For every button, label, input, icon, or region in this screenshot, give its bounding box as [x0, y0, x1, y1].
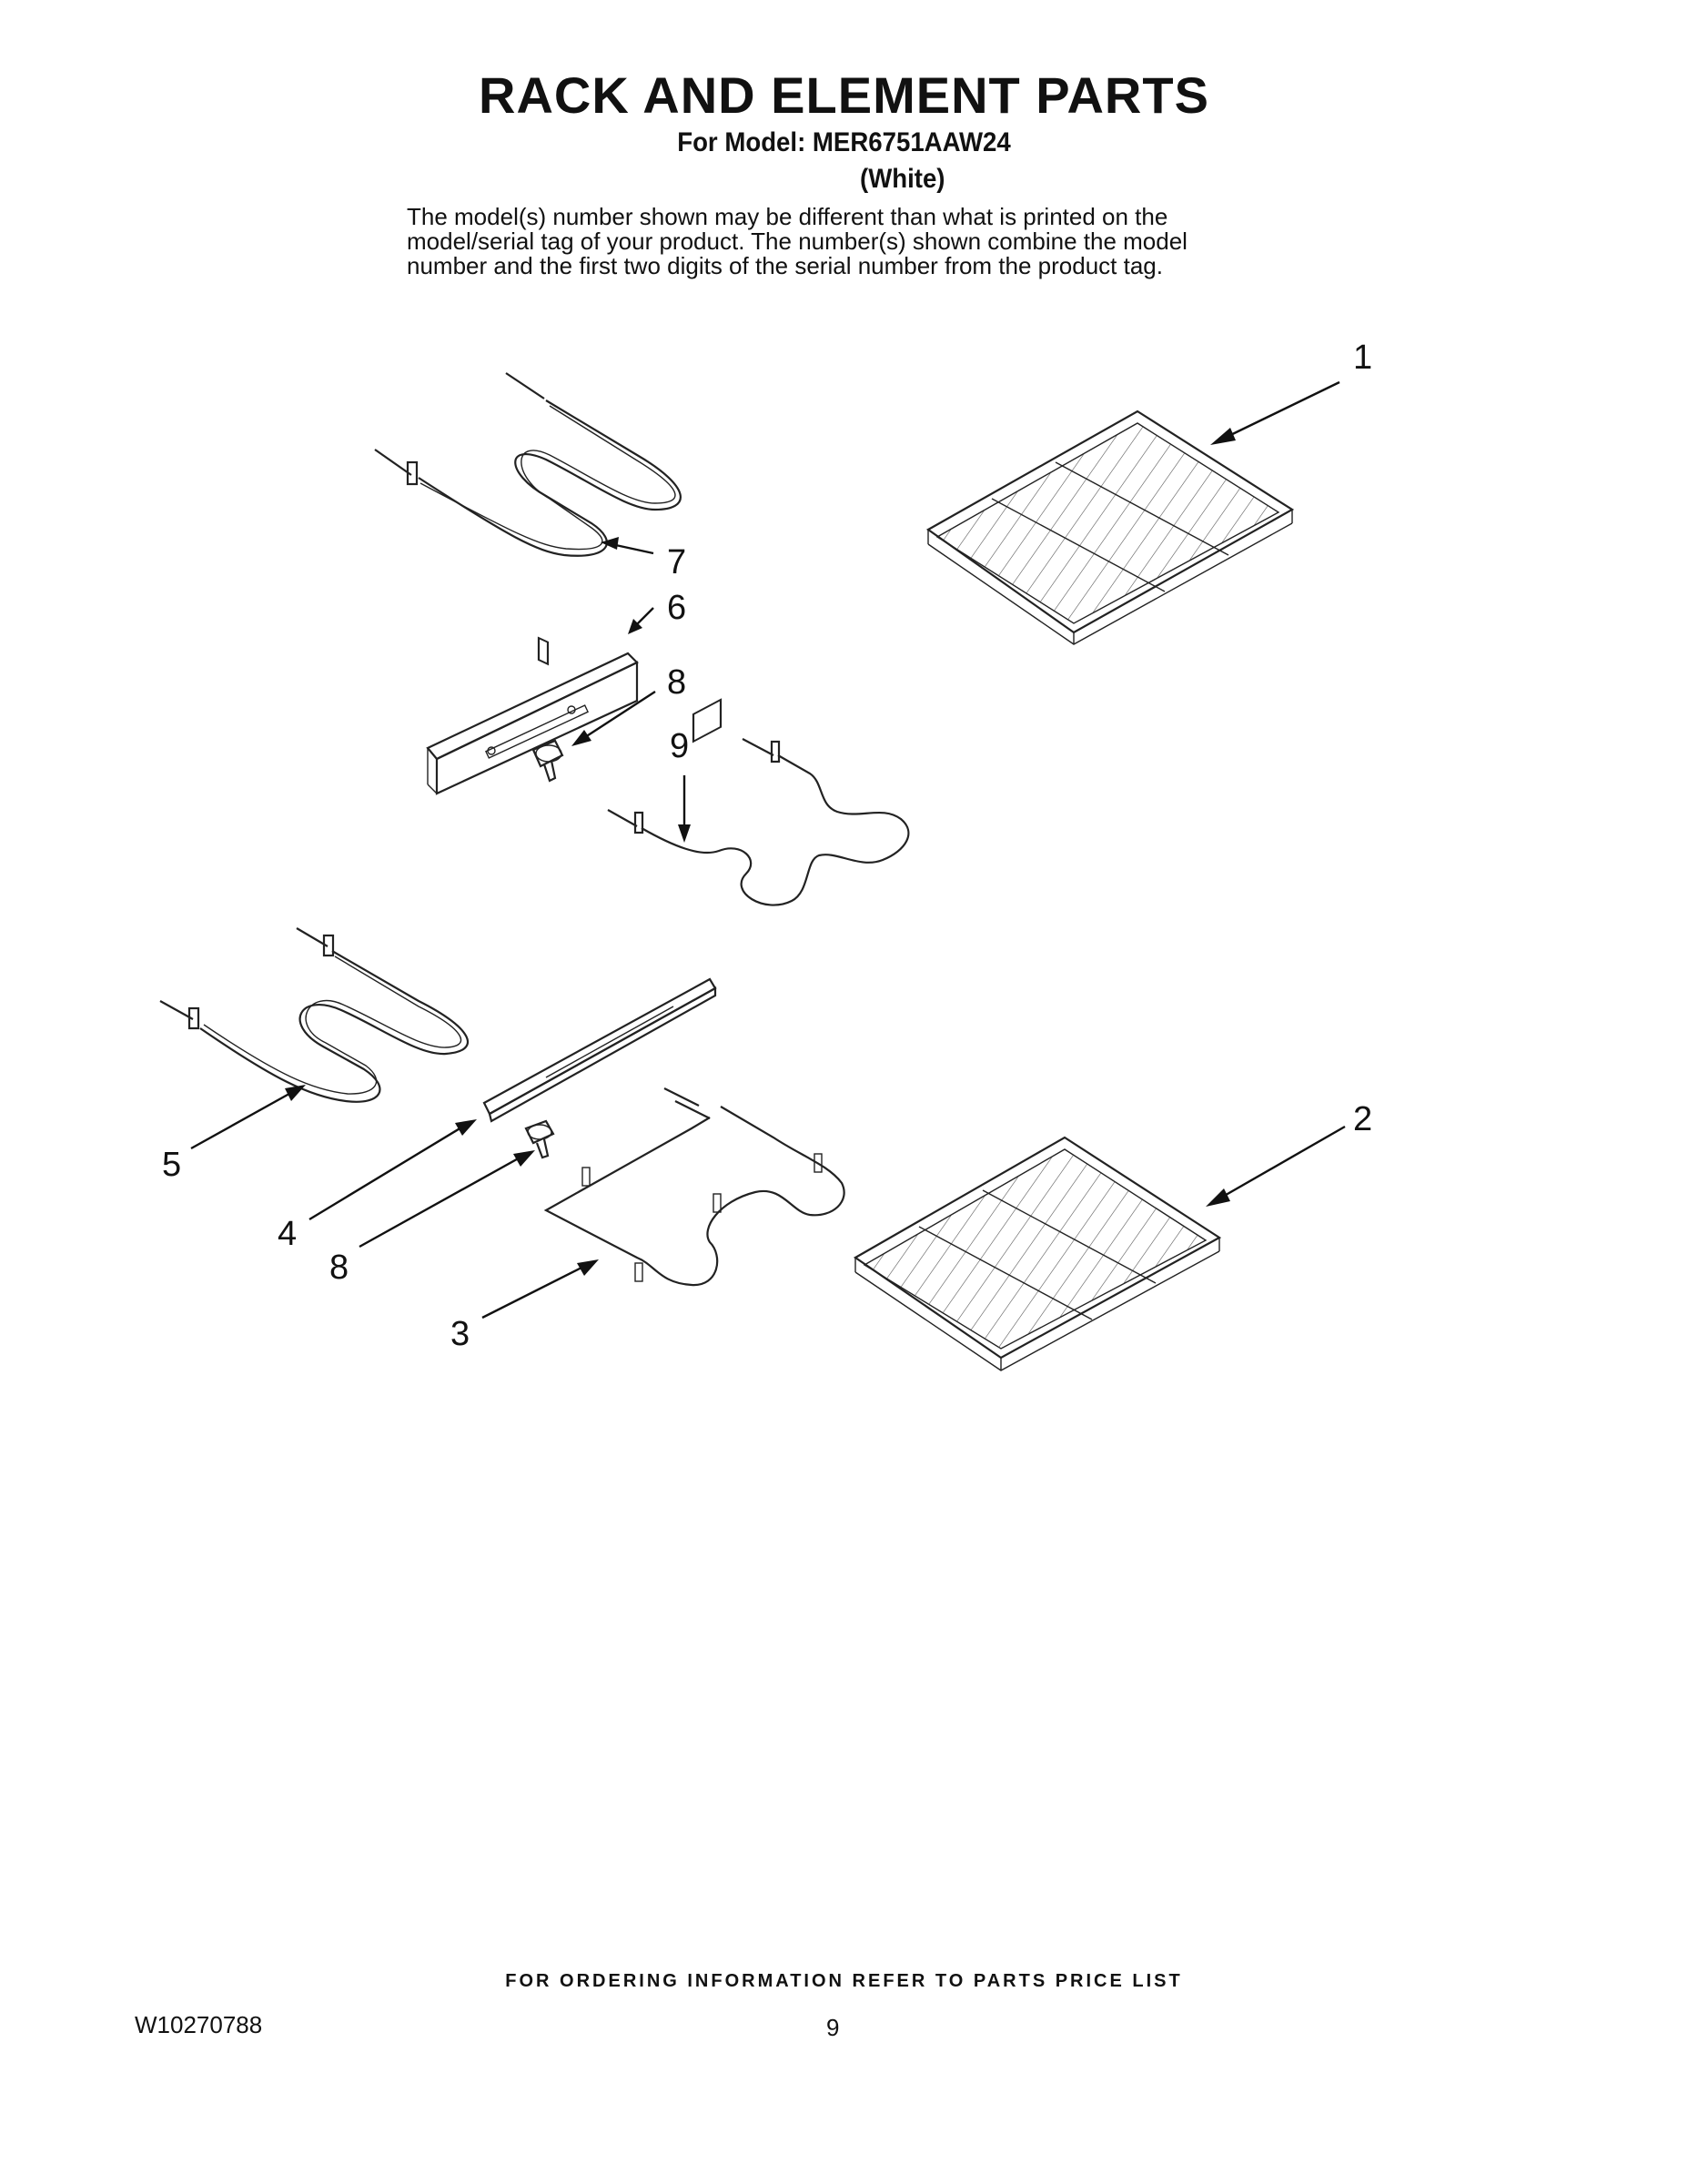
callout-leaders	[190, 380, 1346, 1320]
note-line: model/serial tag of your product. The nu…	[407, 228, 1188, 255]
model-color: (White)	[860, 164, 945, 194]
document-number: W10270788	[135, 2011, 263, 2038]
bake-element	[159, 927, 470, 1103]
callout-8-upper: 8	[667, 663, 686, 702]
hidden-bake-element	[607, 738, 910, 906]
model-note: The model(s) number shown may be differe…	[407, 205, 1317, 278]
callout-5: 5	[162, 1146, 181, 1184]
note-line: number and the first two digits of the s…	[407, 252, 1163, 279]
oven-rack-lower	[853, 1136, 1222, 1371]
callout-7: 7	[667, 543, 686, 581]
broil-element	[374, 372, 682, 666]
callout-2: 2	[1353, 1100, 1372, 1138]
screw-lower	[524, 1119, 555, 1159]
screw-upper	[531, 739, 564, 783]
page-title: RACK AND ELEMENT PARTS	[479, 66, 1209, 124]
callout-8-lower: 8	[329, 1249, 349, 1287]
callout-1: 1	[1353, 339, 1372, 377]
oven-rack-upper	[925, 410, 1295, 645]
ordering-info: FOR ORDERING INFORMATION REFER TO PARTS …	[505, 1971, 1183, 1991]
page-number: 9	[826, 2014, 840, 2041]
callout-3: 3	[450, 1315, 470, 1353]
callout-numbers: 1 2 3 4 5 6 7 8 8 9	[162, 339, 1372, 1353]
lower-bake-element	[543, 698, 845, 1287]
element-cover	[482, 977, 717, 1123]
model-number: For Model: MER6751AAW24	[677, 127, 1011, 157]
callout-6: 6	[667, 589, 686, 627]
callout-4: 4	[278, 1215, 297, 1253]
element-bracket	[426, 652, 639, 795]
note-line: The model(s) number shown may be differe…	[407, 203, 1168, 230]
callout-9: 9	[670, 727, 689, 765]
